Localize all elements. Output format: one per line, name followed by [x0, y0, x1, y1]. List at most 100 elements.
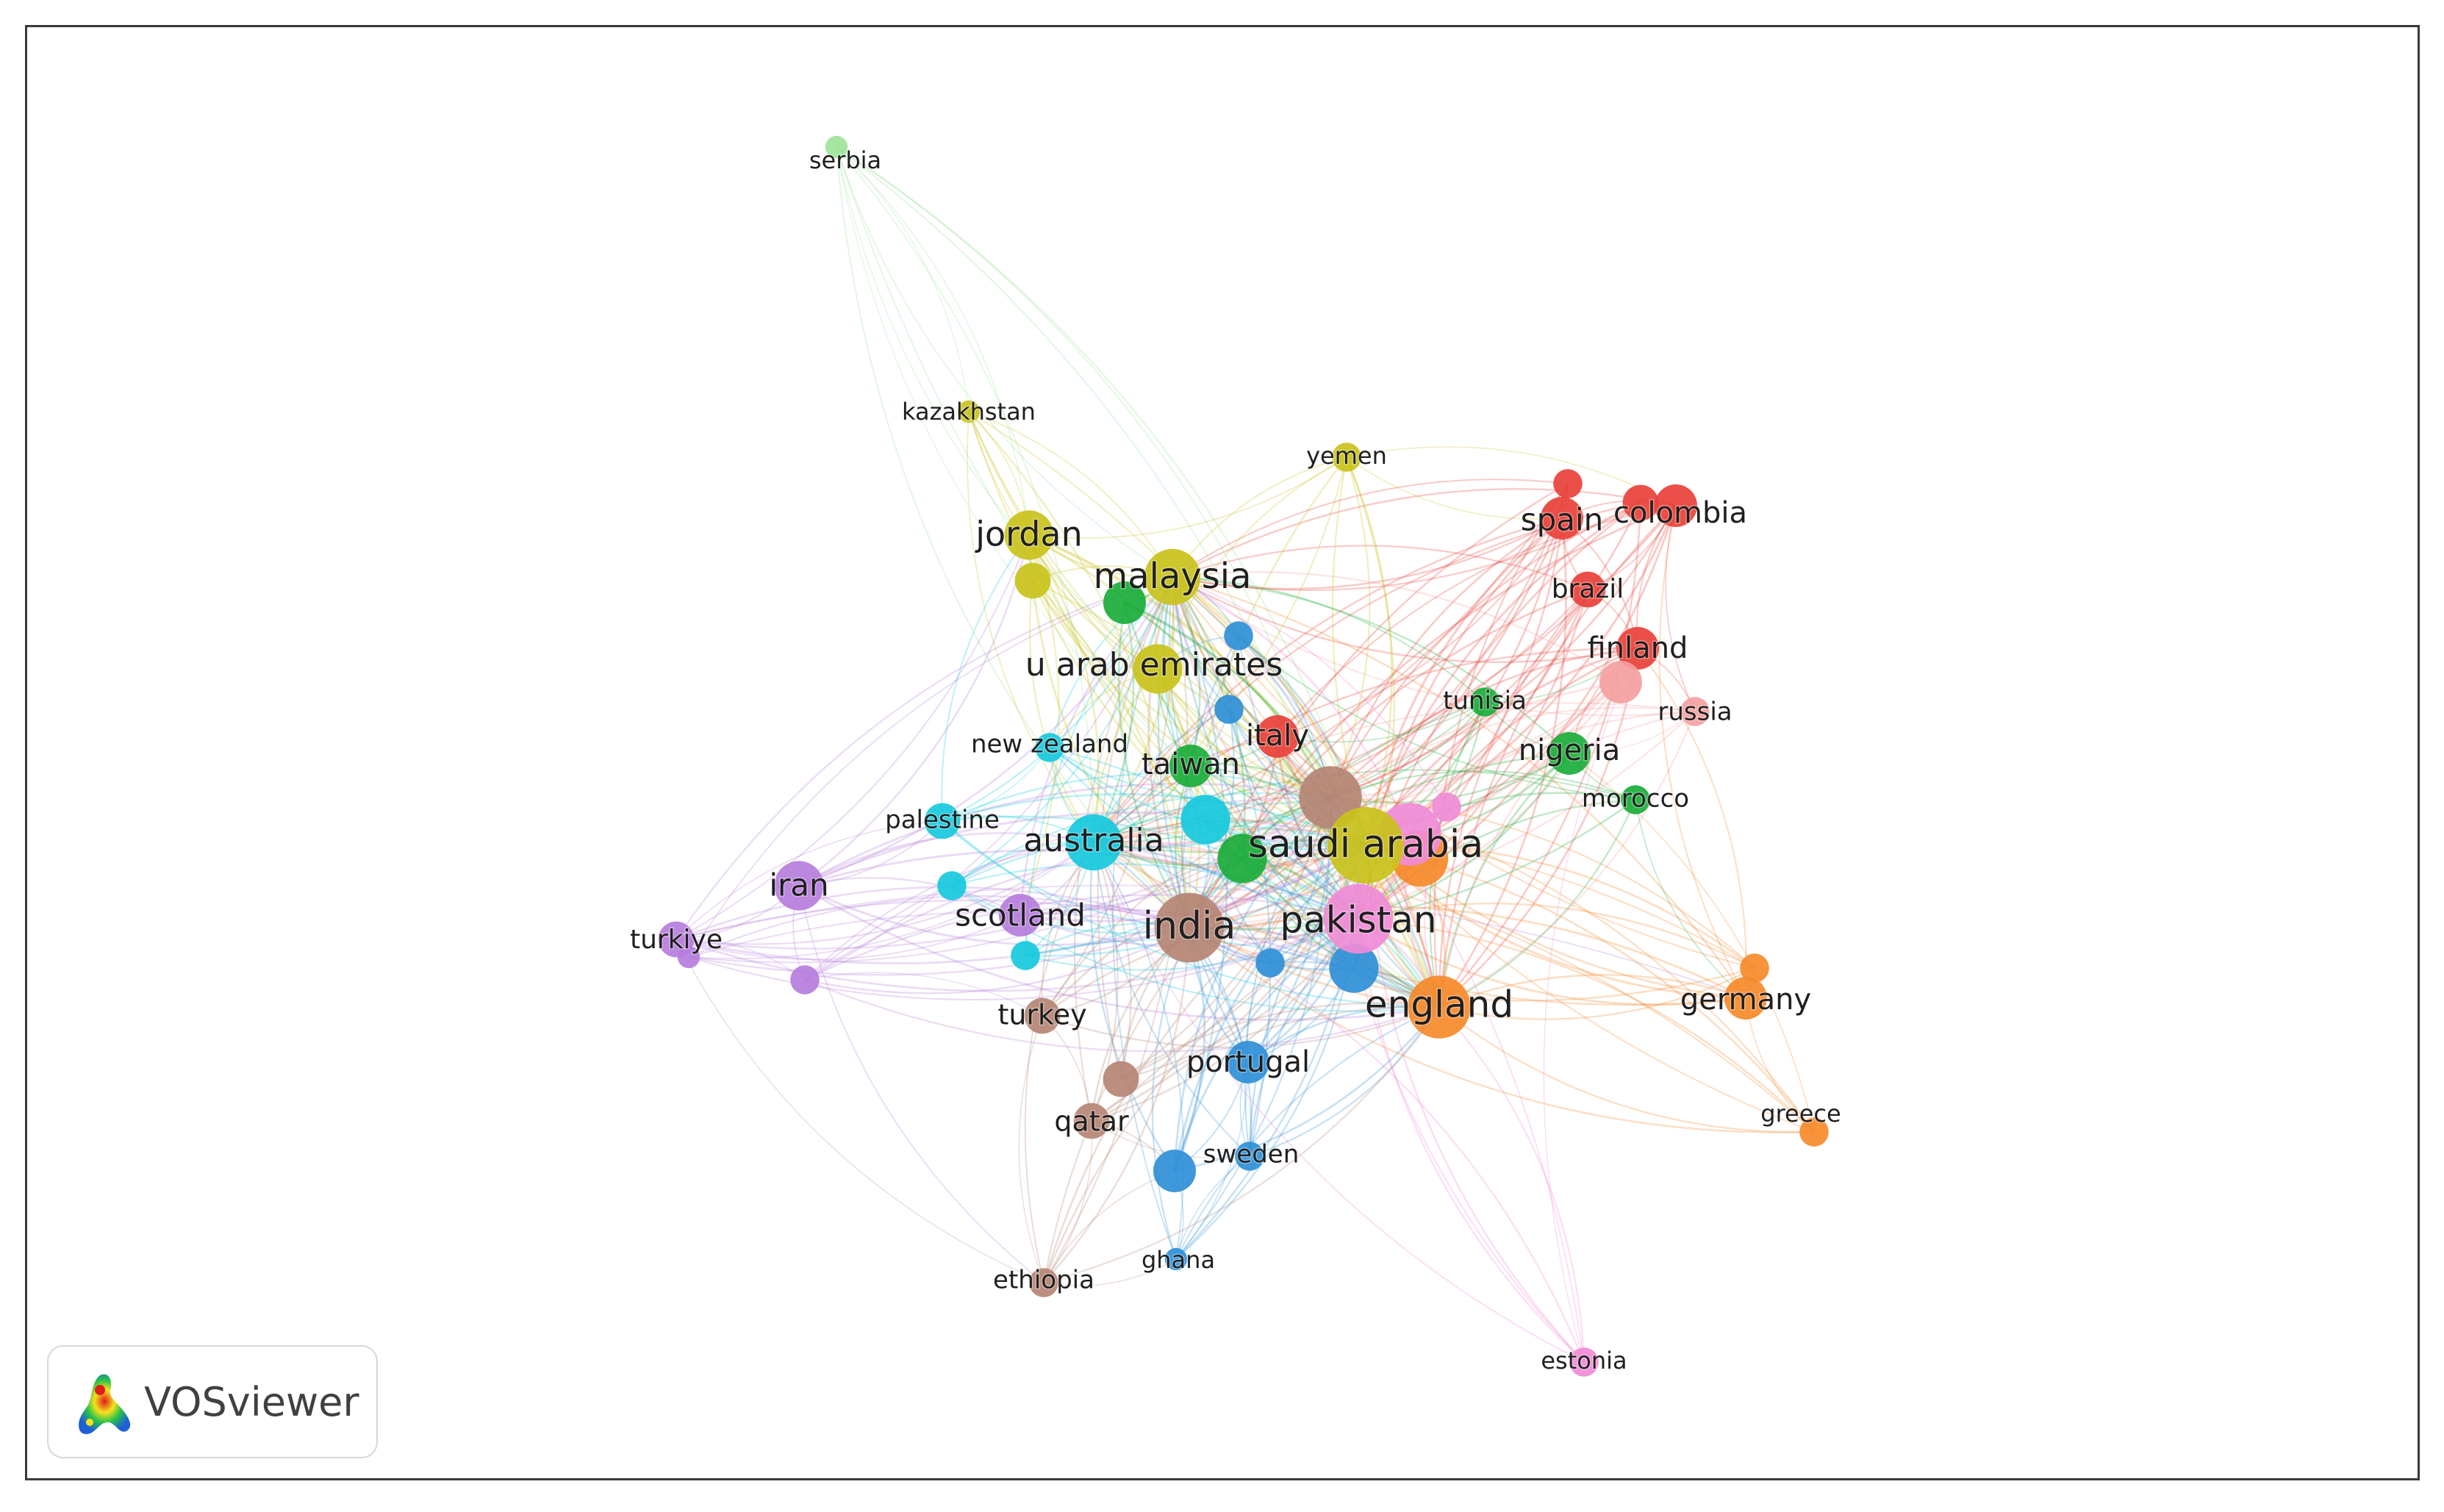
node-turkey[interactable] [1024, 997, 1061, 1034]
node-blue-sweden2[interactable] [1153, 1150, 1196, 1192]
label-jordan[interactable]: jordan [974, 513, 1084, 555]
label-sweden[interactable]: sweden [1202, 1139, 1300, 1170]
node-taiwan[interactable] [1169, 745, 1212, 787]
node-yemen[interactable] [1332, 443, 1361, 472]
link-sweden-australia [1093, 842, 1250, 1157]
label-scotland[interactable]: scotland [954, 896, 1087, 934]
node-germany[interactable] [1724, 977, 1767, 1020]
node-pink-pak2[interactable] [1432, 792, 1461, 822]
node-spain[interactable] [1541, 497, 1583, 540]
label-morocco[interactable]: morocco [1580, 783, 1690, 814]
node-iran[interactable] [774, 861, 824, 911]
label-new-zealand[interactable]: new zealand [970, 728, 1129, 760]
node-blue-nz[interactable] [1214, 695, 1244, 724]
node-estonia[interactable] [1569, 1347, 1599, 1377]
node-morocco[interactable] [1621, 785, 1650, 814]
label-russia[interactable]: russia [1657, 696, 1733, 728]
node-scotland[interactable] [999, 894, 1042, 936]
label-kazakhstan[interactable]: kazakhstan [901, 397, 1037, 427]
label-pakistan[interactable]: pakistan [1279, 897, 1438, 942]
label-saudi-arabia[interactable]: saudi arabia [1247, 822, 1484, 868]
label-spain[interactable]: spain [1519, 501, 1605, 539]
label-u-arab-emirates[interactable]: u arab emirates [1024, 645, 1283, 685]
label-italy[interactable]: italy [1244, 718, 1310, 754]
node-italy[interactable] [1256, 715, 1299, 758]
node-saudi-arabia[interactable] [1327, 807, 1404, 884]
label-tunisia[interactable]: tunisia [1442, 685, 1528, 717]
label-iran[interactable]: iran [768, 866, 830, 904]
node-olive-jordan2[interactable] [1014, 562, 1051, 599]
network-nodes [658, 135, 1829, 1377]
label-qatar[interactable]: qatar [1053, 1104, 1130, 1139]
node-jordan[interactable] [1004, 510, 1054, 560]
node-brown-qatar2[interactable] [1103, 1061, 1139, 1097]
node-ethiopia[interactable] [1029, 1268, 1058, 1297]
label-england[interactable]: england [1363, 982, 1514, 1027]
node-red-colombia2[interactable] [1622, 484, 1659, 521]
node-malaysia[interactable] [1144, 548, 1201, 606]
link-morocco-germany [1635, 799, 1746, 999]
node-india[interactable] [1154, 892, 1225, 963]
link-nigeria-malaysia [1172, 576, 1570, 754]
node-palestine[interactable] [924, 803, 961, 839]
node-england[interactable] [1408, 975, 1471, 1039]
label-portugal[interactable]: portugal [1185, 1045, 1311, 1081]
node-blue-hub[interactable] [1329, 943, 1379, 993]
label-palestine[interactable]: palestine [884, 804, 1001, 836]
label-brazil[interactable]: brazil [1550, 573, 1625, 606]
label-turkey[interactable]: turkey [997, 997, 1088, 1032]
node-russia[interactable] [1680, 697, 1710, 726]
node-pakistan[interactable] [1323, 884, 1394, 954]
node-colombia[interactable] [1655, 484, 1697, 527]
label-australia[interactable]: australia [1022, 821, 1166, 861]
label-germany[interactable]: germany [1679, 982, 1812, 1018]
node-blue-mid[interactable] [1255, 948, 1285, 978]
link-purple-low-turkey [804, 972, 1043, 1017]
label-ghana[interactable]: ghana [1140, 1245, 1216, 1275]
link-palestine-pakistan [942, 815, 1359, 920]
node-blue-uae[interactable] [1224, 621, 1253, 651]
vosviewer-logo-icon [79, 1374, 131, 1434]
label-ethiopia[interactable]: ethiopia [992, 1264, 1096, 1296]
link-new-zealand-pakistan [1049, 747, 1359, 920]
label-turkiye[interactable]: turkiye [628, 924, 723, 956]
node-orange-germany2[interactable] [1740, 953, 1769, 983]
node-turkiye[interactable] [658, 921, 695, 958]
node-cyan-scot2[interactable] [1011, 941, 1040, 970]
node-brazil[interactable] [1569, 571, 1606, 608]
node-green-malaysia[interactable] [1103, 581, 1146, 624]
link-pakistan-malaysia [1171, 576, 1360, 920]
label-malaysia[interactable]: malaysia [1092, 555, 1253, 598]
node-finland[interactable] [1616, 627, 1659, 670]
label-estonia[interactable]: estonia [1540, 1346, 1628, 1376]
node-new-zealand[interactable] [1035, 733, 1064, 762]
node-ghana[interactable] [1164, 1247, 1188, 1271]
node-u-arab-emirates[interactable] [1133, 644, 1183, 694]
node-cyan-hub[interactable] [1180, 795, 1230, 845]
network-links [675, 146, 1816, 1363]
node-tunisia[interactable] [1470, 687, 1499, 717]
node-sweden[interactable] [1235, 1142, 1264, 1171]
label-yemen[interactable]: yemen [1305, 441, 1388, 471]
link-orange-germany2-brown-hub [1330, 796, 1755, 969]
label-serbia[interactable]: serbia [808, 146, 882, 176]
label-colombia[interactable]: colombia [1612, 495, 1748, 531]
node-green-hub[interactable] [1217, 834, 1267, 884]
node-red-spain2[interactable] [1553, 469, 1583, 498]
node-qatar[interactable] [1073, 1103, 1110, 1139]
node-portugal[interactable] [1227, 1041, 1269, 1083]
node-purple-low[interactable] [790, 965, 820, 995]
node-cyan-scot1[interactable] [937, 871, 967, 900]
node-greece[interactable] [1799, 1117, 1829, 1147]
label-finland[interactable]: finland [1586, 631, 1689, 667]
label-taiwan[interactable]: taiwan [1141, 747, 1241, 783]
label-greece[interactable]: greece [1760, 1099, 1842, 1129]
label-india[interactable]: india [1142, 903, 1237, 950]
node-serbia[interactable] [825, 135, 848, 159]
node-australia[interactable] [1065, 814, 1122, 871]
node-nigeria[interactable] [1548, 732, 1591, 775]
node-kazakhstan[interactable] [957, 400, 981, 423]
label-nigeria[interactable]: nigeria [1517, 733, 1621, 769]
node-lightred-finland2[interactable] [1599, 661, 1642, 703]
